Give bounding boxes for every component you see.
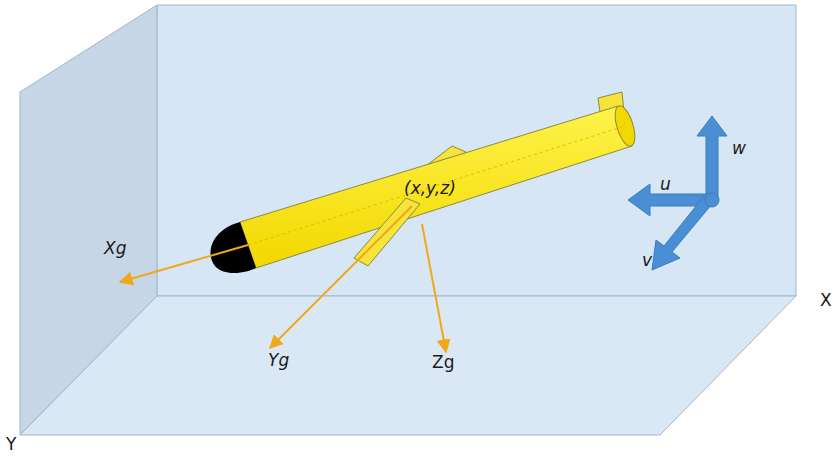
floor	[20, 296, 796, 435]
center-line	[248, 126, 625, 245]
axis-label: Y	[6, 436, 16, 453]
axis-label: Zg	[432, 354, 454, 371]
velocity-label: w	[732, 140, 746, 157]
yg-axis	[270, 206, 412, 348]
xg-axis	[120, 245, 248, 282]
axis-label: X	[820, 292, 832, 309]
glider-body	[240, 106, 632, 268]
zg-axis	[422, 224, 446, 352]
velocity-label: u	[660, 176, 671, 193]
velocity-label: v	[642, 252, 652, 269]
position-label: (x,y,z)	[404, 180, 456, 197]
velocity-arrows	[628, 116, 727, 270]
nose-cone	[210, 222, 256, 273]
back-wall	[157, 5, 796, 296]
axis-label: Xg	[104, 240, 126, 257]
axis-label: Yg	[268, 352, 289, 369]
